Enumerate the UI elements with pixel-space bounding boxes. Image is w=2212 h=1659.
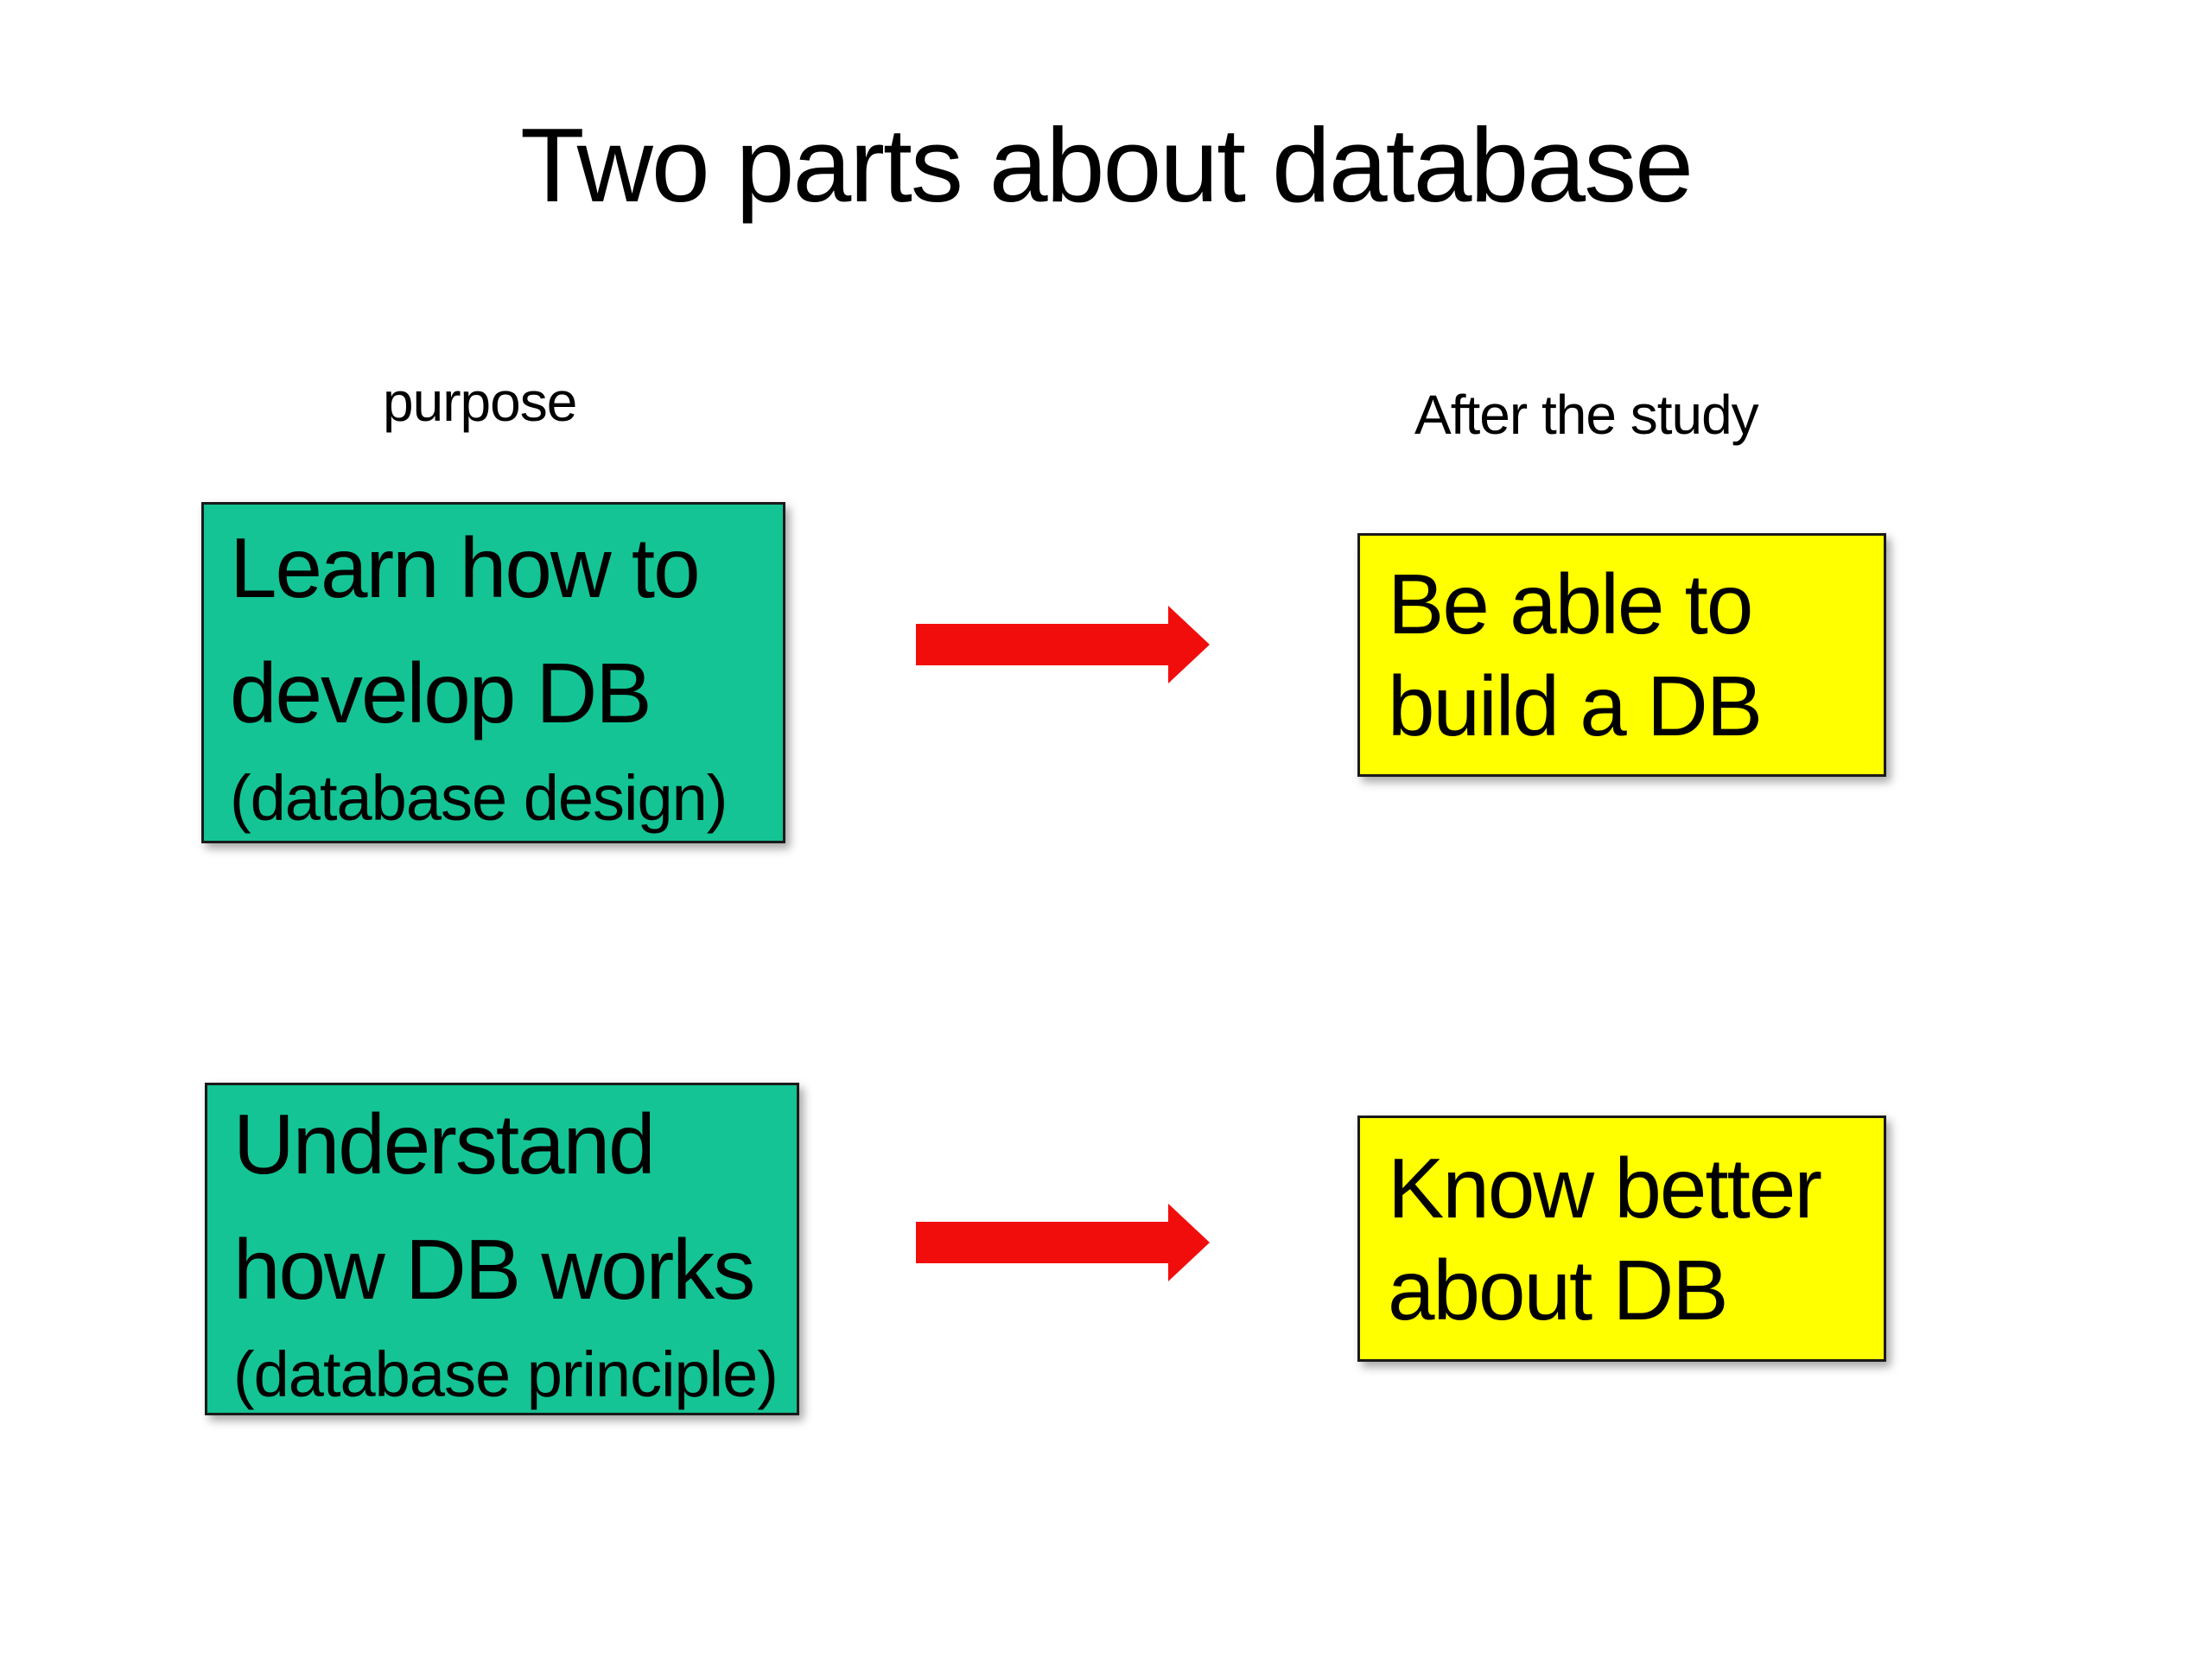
purpose-box-understand-db: Understand how DB works (database princi…	[205, 1083, 799, 1415]
right-arrow-icon	[916, 606, 1210, 683]
box-text-line: Learn how to	[230, 519, 701, 615]
box-text-note: (database principle)	[233, 1338, 779, 1410]
outcome-box-build-db: Be able to build a DB	[1357, 533, 1886, 777]
box-text-line: Understand	[233, 1096, 656, 1192]
slide-title: Two parts about database	[520, 106, 1694, 224]
column-label-purpose: purpose	[383, 371, 577, 433]
purpose-box-develop-db: Learn how to develop DB (database design…	[201, 502, 785, 843]
box-text-line: develop DB	[230, 645, 652, 741]
box-text-line: build a DB	[1388, 658, 1763, 753]
box-text-line: how DB works	[233, 1221, 755, 1317]
box-text-line: about DB	[1388, 1242, 1729, 1338]
box-text-note: (database design)	[230, 761, 728, 834]
box-text-line: Know better	[1388, 1140, 1822, 1236]
right-arrow-icon	[916, 1204, 1210, 1281]
box-text-line: Be able to	[1388, 556, 1753, 652]
column-label-after-study: After the study	[1414, 384, 1759, 446]
outcome-box-know-db: Know better about DB	[1357, 1116, 1886, 1362]
